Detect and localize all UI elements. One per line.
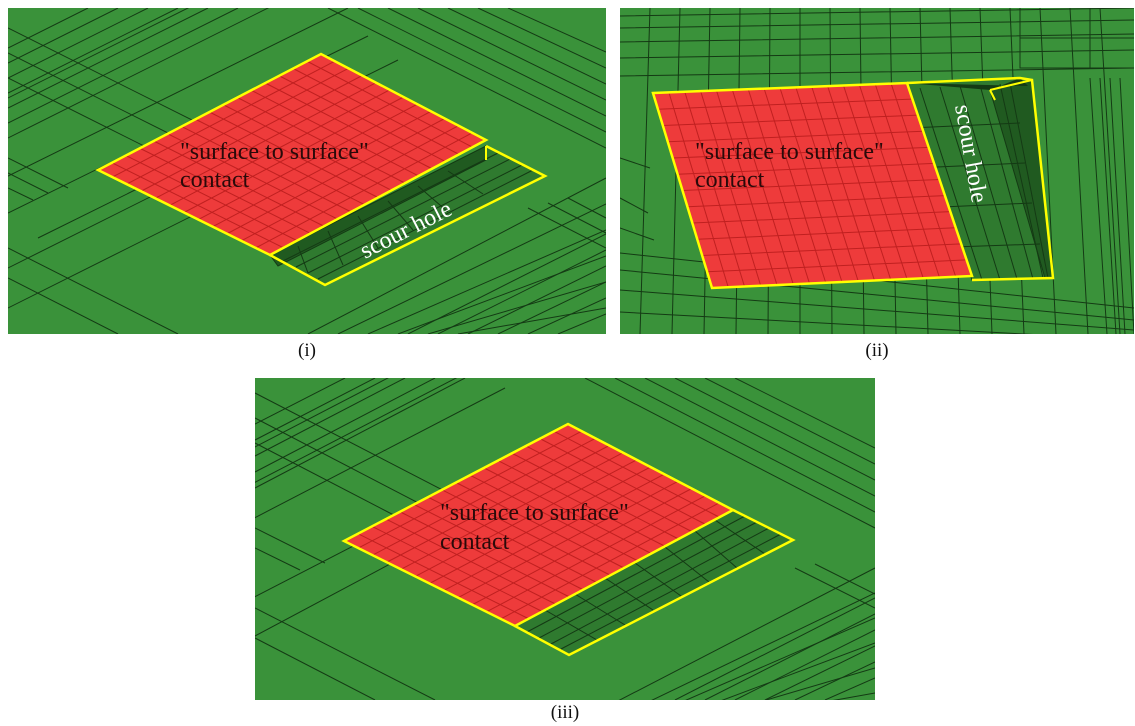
contact-label-line2: contact bbox=[695, 167, 765, 193]
panel-iii-drawing: "surface to surface" contact bbox=[255, 378, 875, 700]
contact-mesh-line bbox=[486, 495, 706, 613]
contact-label-line2: contact bbox=[180, 167, 250, 193]
soil-mesh bbox=[8, 8, 606, 334]
contact-mesh-line bbox=[667, 130, 924, 143]
contact-mesh-line bbox=[657, 98, 913, 110]
contact-mesh-line bbox=[472, 488, 692, 606]
contact-mesh-line bbox=[386, 445, 610, 563]
contact-mesh-line bbox=[415, 459, 637, 577]
contact-label-line2: contact bbox=[440, 529, 510, 555]
contact-mesh-line bbox=[692, 211, 951, 224]
contact-label-line1: "surface to surface" bbox=[180, 139, 369, 165]
contact-mesh-line bbox=[500, 502, 720, 620]
contact-mesh-line bbox=[255, 132, 473, 249]
contact-mesh-line bbox=[677, 162, 935, 175]
contact-surface bbox=[651, 81, 974, 290]
panel-ii-drawing: "surface to surface" contact scour hole bbox=[620, 8, 1134, 334]
caption-ii: (ii) bbox=[865, 340, 889, 361]
contact-mesh-line bbox=[662, 114, 918, 126]
caption-i: (i) bbox=[298, 340, 316, 361]
contact-mesh-line bbox=[429, 466, 651, 584]
contact-surface bbox=[95, 52, 489, 257]
contact-label-line1: "surface to surface" bbox=[440, 500, 629, 526]
scour-hole bbox=[268, 144, 548, 287]
contact-label-line1: "surface to surface" bbox=[695, 139, 884, 165]
contact-mesh-line bbox=[443, 473, 665, 592]
panel-i: "surface to surface" contact scour hole bbox=[8, 8, 606, 334]
contact-mesh-line bbox=[169, 89, 390, 206]
contact-mesh-line bbox=[112, 60, 335, 178]
contact-mesh-line bbox=[212, 110, 432, 228]
contact-mesh-line bbox=[672, 146, 929, 159]
panel-ii: "surface to surface" contact scour hole bbox=[620, 8, 1134, 334]
contact-mesh-line bbox=[126, 67, 349, 185]
contact-mesh-line bbox=[358, 430, 582, 549]
caption-iii: (iii) bbox=[550, 702, 580, 723]
contact-mesh-line bbox=[241, 125, 459, 242]
contact-mesh-line bbox=[697, 227, 956, 240]
reduced-contact-zone bbox=[514, 508, 796, 657]
contact-mesh-line bbox=[457, 480, 679, 599]
panel-i-drawing: "surface to surface" contact scour hole bbox=[8, 8, 606, 334]
contact-mesh-line bbox=[372, 437, 596, 556]
contact-mesh-line bbox=[702, 243, 962, 256]
contact-mesh-line bbox=[226, 118, 445, 235]
contact-mesh-line bbox=[687, 195, 945, 208]
contact-mesh-line bbox=[183, 96, 404, 213]
contact-mesh-line bbox=[155, 82, 377, 199]
contact-mesh-line bbox=[707, 259, 967, 273]
contact-mesh-line bbox=[682, 179, 940, 191]
soil-mesh bbox=[255, 378, 875, 700]
contact-mesh-line bbox=[400, 452, 624, 570]
contact-mesh-line bbox=[198, 103, 418, 221]
contact-surface bbox=[341, 422, 736, 628]
panel-iii: "surface to surface" contact bbox=[255, 378, 875, 700]
contact-mesh-line bbox=[140, 75, 363, 192]
